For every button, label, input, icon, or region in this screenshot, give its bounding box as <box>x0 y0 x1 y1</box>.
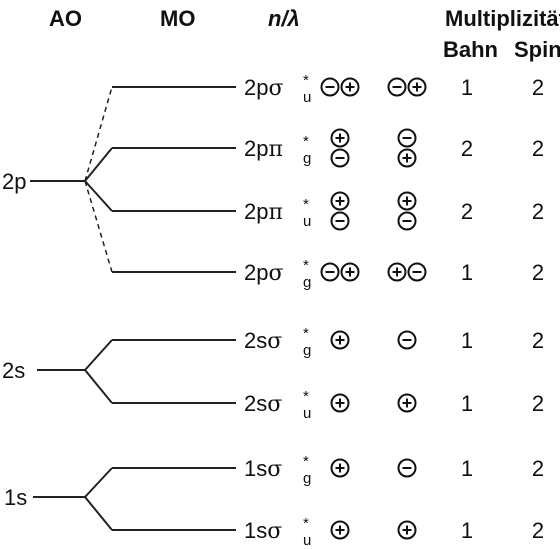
mo-label: 2sσ <box>244 391 282 417</box>
mo-label-subscript: u <box>303 213 311 230</box>
bahn-value: 2 <box>461 199 473 224</box>
plus-lobe-icon <box>397 148 417 168</box>
ao-label-1s: 1s <box>4 485 27 510</box>
mo-label-subscript: u <box>303 89 311 106</box>
minus-lobe-icon <box>387 77 407 97</box>
mo-label-superscript: * <box>303 325 309 342</box>
connector-line <box>84 180 113 212</box>
p-pi-orbital-icon <box>330 128 350 168</box>
bahn-value: 2 <box>461 136 473 161</box>
p-pi-orbital-icon <box>330 191 350 231</box>
plus-lobe-icon <box>330 330 350 350</box>
mo-label: 1sσ <box>244 456 282 482</box>
mo-label-superscript: * <box>303 388 309 405</box>
header-n-lambda: n/λ <box>268 6 300 31</box>
p-sigma-orbital-icon <box>320 77 360 97</box>
mo-label-subscript: u <box>303 405 311 422</box>
mo-label-superscript: * <box>303 257 309 274</box>
spin-value: 2 <box>532 328 544 353</box>
p-sigma-orbital-icon <box>387 77 427 97</box>
ao-label-2s: 2s <box>2 358 25 383</box>
connector-line <box>84 86 113 182</box>
minus-lobe-icon <box>397 458 417 478</box>
connector-line <box>84 467 113 498</box>
header-multiplicity: Multiplizität <box>445 6 560 31</box>
minus-lobe-icon <box>330 211 350 231</box>
mo-label-subscript: g <box>303 150 311 167</box>
connector-line <box>84 147 113 182</box>
mo-label-superscript: * <box>303 72 309 89</box>
spin-value: 2 <box>532 391 544 416</box>
plus-lobe-icon <box>407 77 427 97</box>
spin-value: 2 <box>532 456 544 481</box>
minus-lobe-icon <box>397 211 417 231</box>
plus-lobe-icon <box>397 393 417 413</box>
p-pi-orbital-icon <box>397 191 417 231</box>
plus-lobe-icon <box>330 458 350 478</box>
header-ao: AO <box>49 6 82 31</box>
minus-lobe-icon <box>330 148 350 168</box>
plus-lobe-icon <box>330 520 350 540</box>
plus-lobe-icon <box>340 77 360 97</box>
connector-line <box>84 369 113 404</box>
spin-value: 2 <box>532 75 544 100</box>
p-sigma-orbital-icon <box>320 262 360 282</box>
plus-lobe-icon <box>330 191 350 211</box>
connector-line <box>84 180 113 273</box>
bahn-value: 1 <box>461 391 473 416</box>
bahn-value: 1 <box>461 456 473 481</box>
bahn-value: 1 <box>461 260 473 285</box>
mo-label: 2pπ <box>244 136 283 162</box>
mo-label-superscript: * <box>303 196 309 213</box>
connector-line <box>84 496 113 531</box>
mo-label: 1sσ <box>244 518 282 544</box>
connector-line <box>84 339 113 371</box>
mo-label-superscript: * <box>303 133 309 150</box>
minus-lobe-icon <box>397 330 417 350</box>
ao-label-2p: 2p <box>2 169 26 194</box>
mo-label-subscript: u <box>303 532 311 549</box>
plus-lobe-icon <box>330 393 350 413</box>
mo-label: 2pσ <box>244 260 284 286</box>
mo-label-subscript: g <box>303 274 311 291</box>
mo-label-superscript: * <box>303 453 309 470</box>
header-mo: MO <box>160 6 196 31</box>
plus-lobe-icon <box>387 262 407 282</box>
spin-value: 2 <box>532 199 544 224</box>
minus-lobe-icon <box>407 262 427 282</box>
mo-label: 2pσ <box>244 75 284 101</box>
plus-lobe-icon <box>330 128 350 148</box>
mo-label: 2sσ <box>244 328 282 354</box>
bahn-value: 1 <box>461 328 473 353</box>
mo-label-superscript: * <box>303 515 309 532</box>
header-spin: Spin <box>514 37 560 62</box>
mo-label-subscript: g <box>303 342 311 359</box>
spin-value: 2 <box>532 518 544 543</box>
minus-lobe-icon <box>320 77 340 97</box>
minus-lobe-icon <box>320 262 340 282</box>
mo-label-subscript: g <box>303 470 311 487</box>
plus-lobe-icon <box>397 191 417 211</box>
p-sigma-orbital-icon <box>387 262 427 282</box>
plus-lobe-icon <box>397 520 417 540</box>
plus-lobe-icon <box>340 262 360 282</box>
mo-label: 2pπ <box>244 199 283 225</box>
p-pi-orbital-icon <box>397 128 417 168</box>
spin-value: 2 <box>532 136 544 161</box>
spin-value: 2 <box>532 260 544 285</box>
minus-lobe-icon <box>397 128 417 148</box>
header-bahn: Bahn <box>443 37 498 62</box>
bahn-value: 1 <box>461 75 473 100</box>
bahn-value: 1 <box>461 518 473 543</box>
